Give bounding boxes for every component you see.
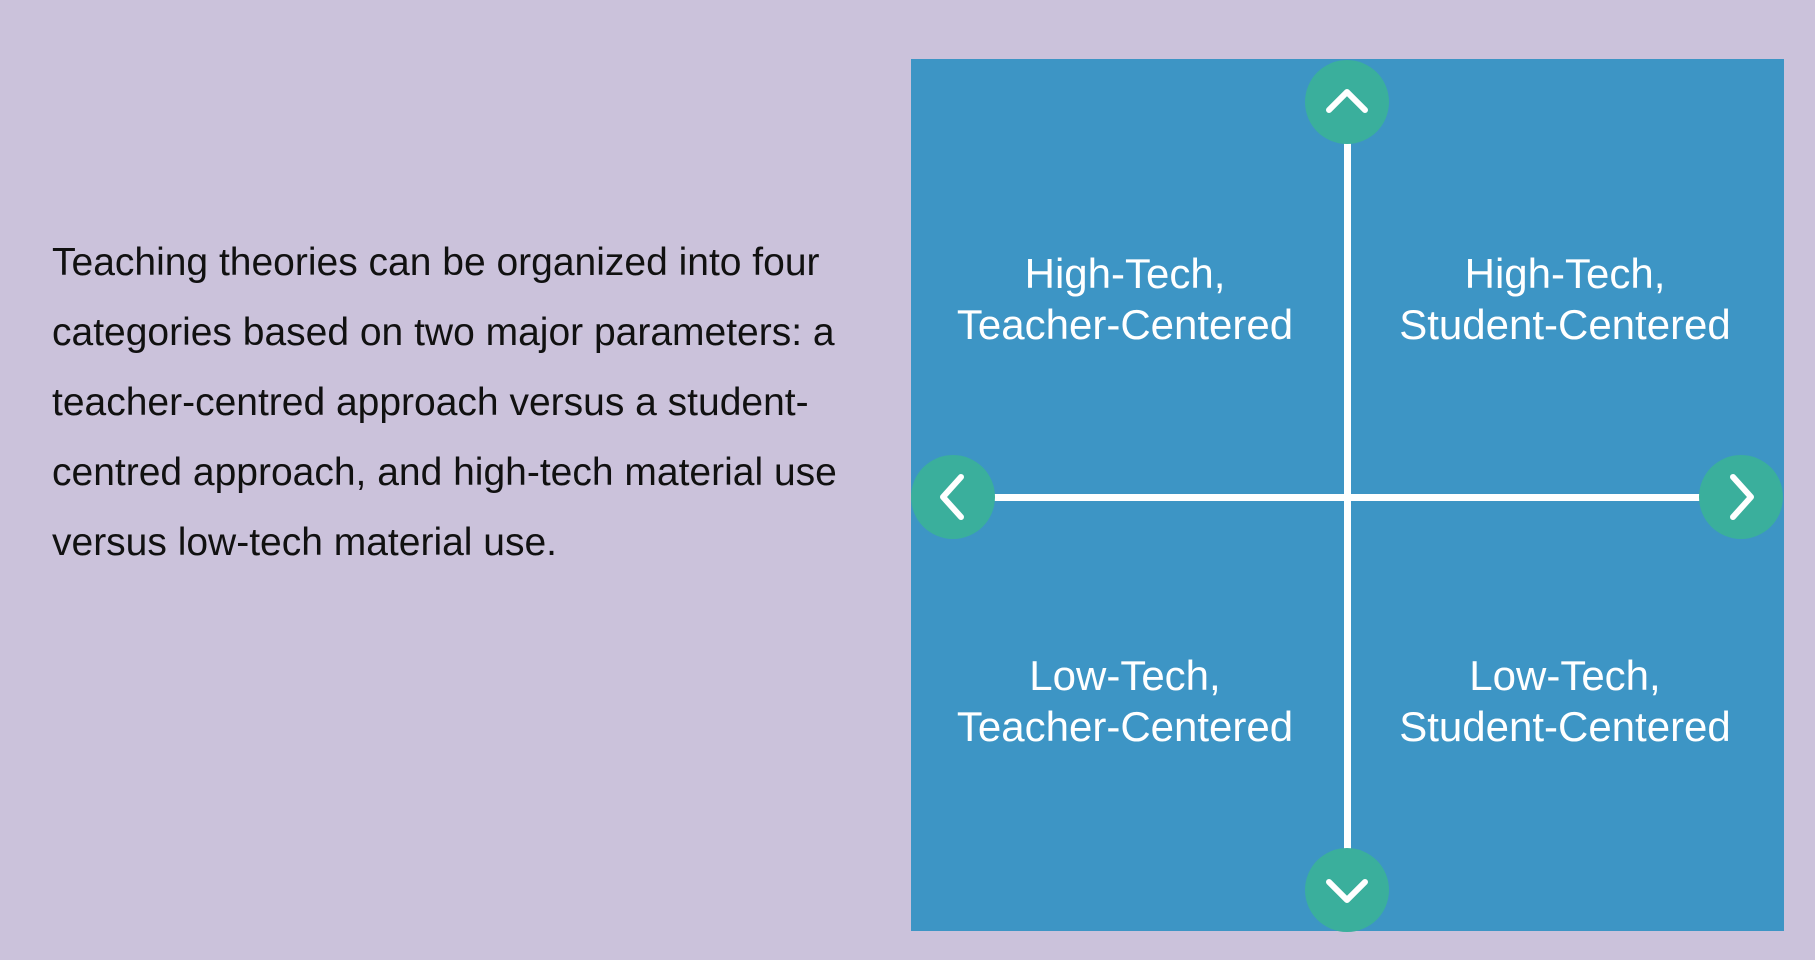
quadrant-line2: Teacher-Centered bbox=[956, 703, 1294, 750]
quadrant-line2: Student-Centered bbox=[1399, 301, 1731, 348]
quadrant-line1: Low-Tech, bbox=[1469, 652, 1661, 699]
horizontal-axis bbox=[951, 494, 1741, 501]
quadrant-diagram: High-Tech, Teacher-Centered High-Tech, S… bbox=[911, 59, 1784, 932]
quadrant-line2: Teacher-Centered bbox=[956, 301, 1294, 348]
arrow-left-icon bbox=[911, 455, 995, 539]
quadrant-low-tech-teacher-centered: Low-Tech, Teacher-Centered bbox=[915, 650, 1335, 752]
arrow-down-icon bbox=[1305, 848, 1389, 932]
quadrant-high-tech-teacher-centered: High-Tech, Teacher-Centered bbox=[915, 248, 1335, 350]
quadrant-line1: High-Tech, bbox=[1024, 250, 1226, 297]
arrow-right-icon bbox=[1699, 455, 1783, 539]
quadrant-line1: Low-Tech, bbox=[1029, 652, 1221, 699]
quadrant-line2: Student-Centered bbox=[1399, 703, 1731, 750]
description-text: Teaching theories can be organized into … bbox=[52, 241, 837, 564]
quadrant-line1: High-Tech, bbox=[1464, 250, 1666, 297]
quadrant-low-tech-student-centered: Low-Tech, Student-Centered bbox=[1355, 650, 1775, 752]
arrow-up-icon bbox=[1305, 60, 1389, 144]
quadrant-high-tech-student-centered: High-Tech, Student-Centered bbox=[1355, 248, 1775, 350]
